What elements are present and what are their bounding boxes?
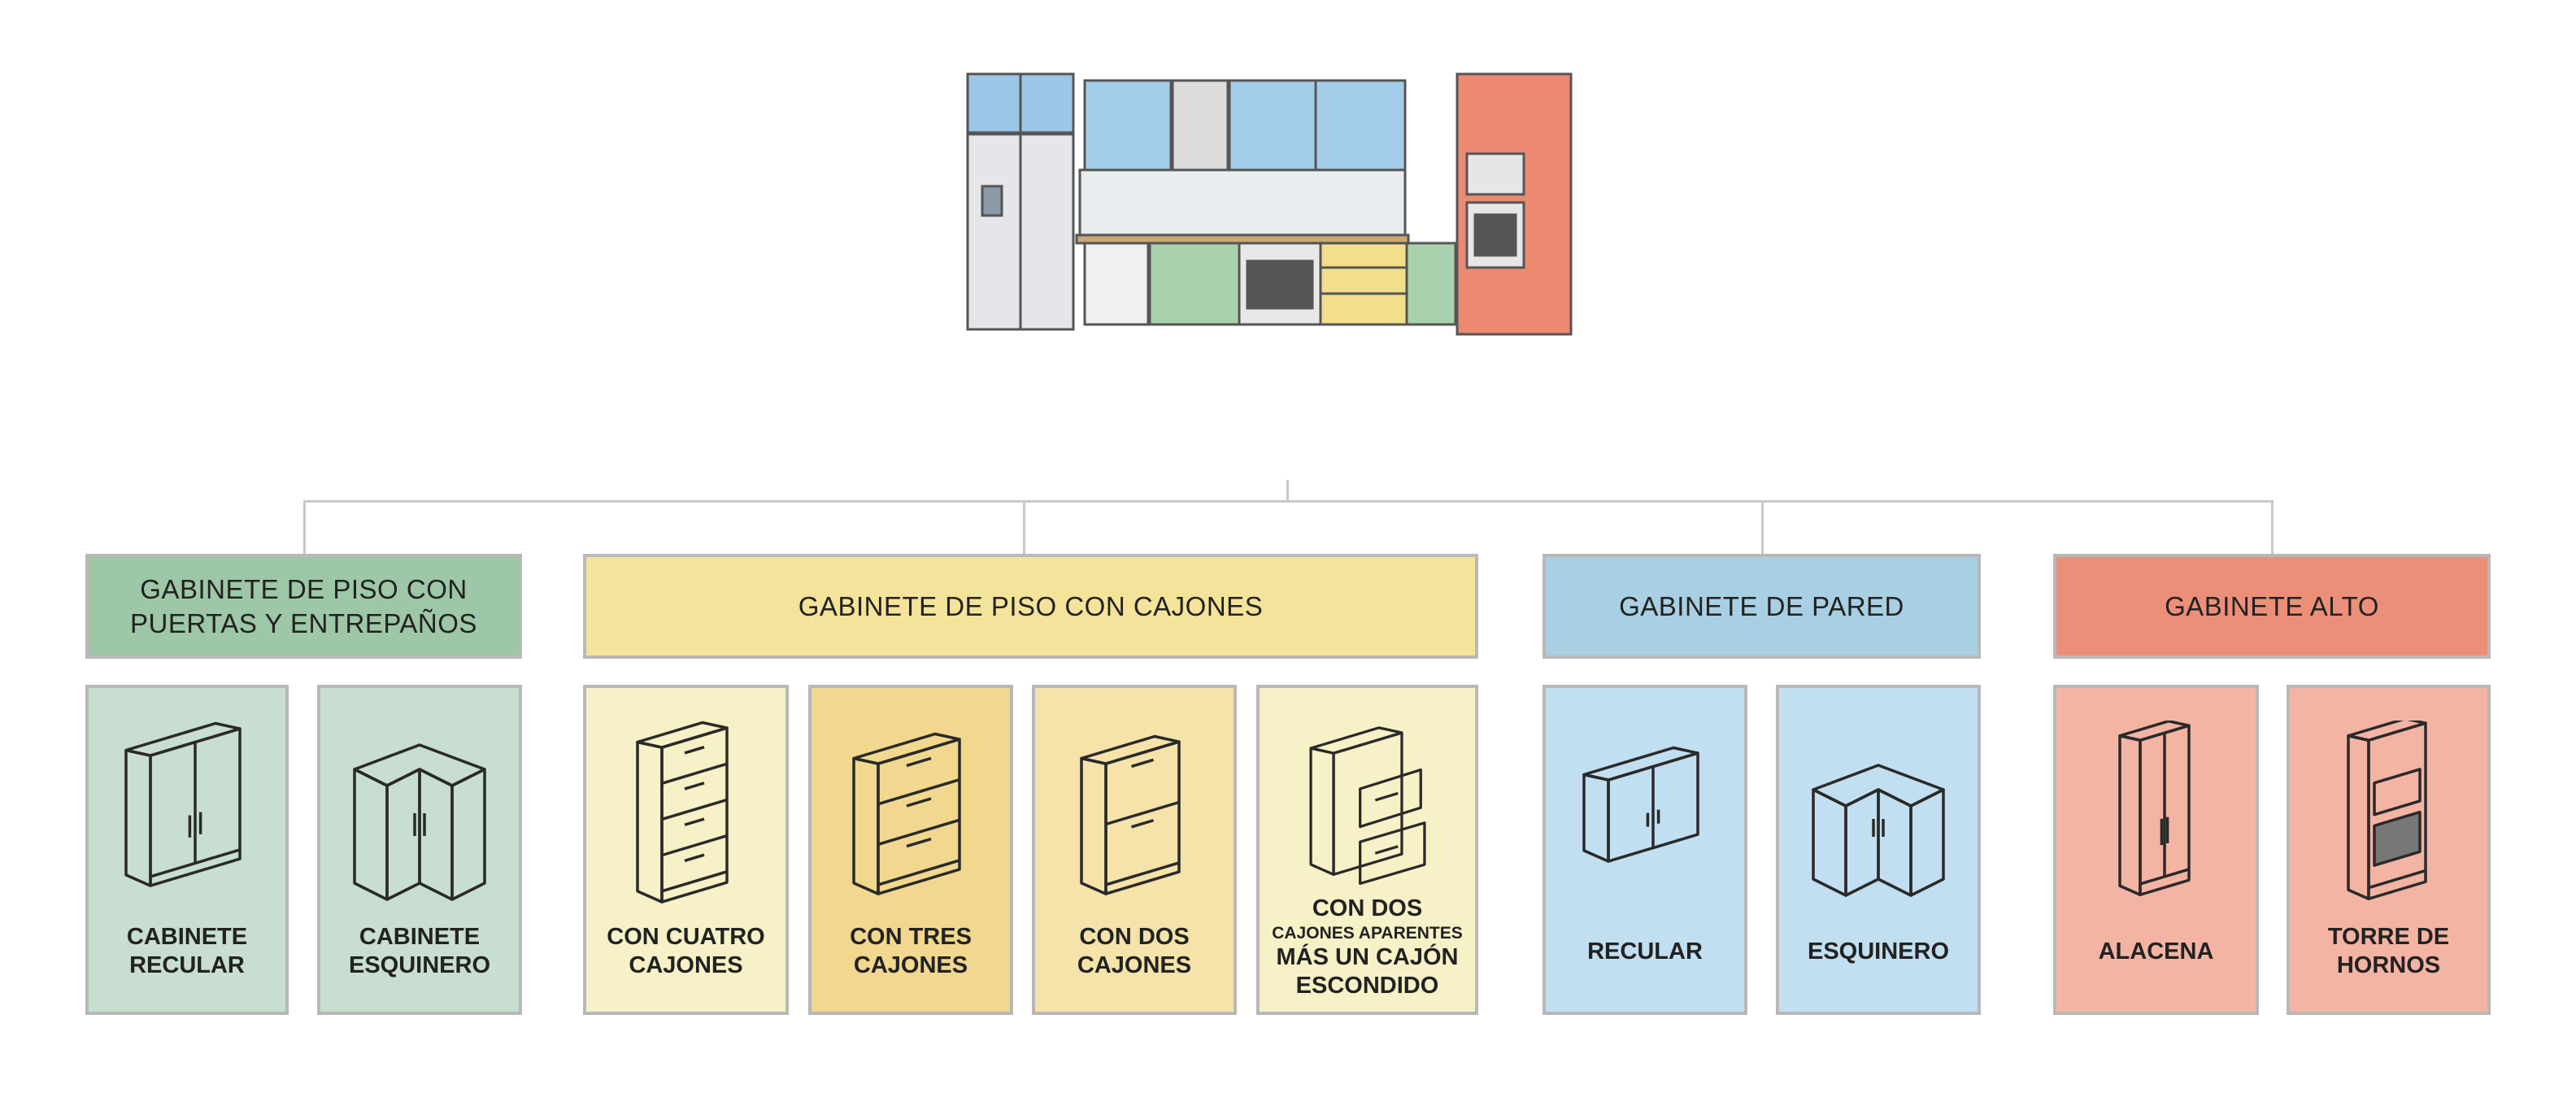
card-oven-tower: TORRE DE HORNOS xyxy=(2287,685,2491,1015)
card-pantry: ALACENA xyxy=(2053,685,2259,1015)
card-wall-regular: RECULAR xyxy=(1543,685,1747,1015)
two-drawer-cabinet-icon xyxy=(1080,734,1181,895)
category-floor-drawers: GABINETE DE PISO CON CAJONES xyxy=(583,554,1478,659)
card-label: CON TRES CAJONES xyxy=(850,924,972,978)
four-drawer-cabinet-icon xyxy=(635,721,729,904)
base-cabinet-doors-icon xyxy=(124,721,242,887)
connector-drop xyxy=(1761,500,1764,554)
pantry-cabinet-icon xyxy=(2117,721,2191,896)
card-label: TORRE DE HORNOS xyxy=(2327,924,2450,978)
connector-drop xyxy=(1023,500,1025,554)
open-drawer-cabinet-icon xyxy=(1308,726,1426,886)
card-label-line: MÁS UN CAJÓN ESCONDIDO xyxy=(1276,944,1459,999)
corner-wall-cabinet-icon xyxy=(1812,764,1945,897)
card-label-line: CAJONES APARENTES xyxy=(1272,924,1463,943)
connector-trunk xyxy=(1286,480,1289,503)
corner-base-cabinet-icon xyxy=(353,743,486,901)
card-base-regular: CABINETE RECULAR xyxy=(85,685,289,1015)
three-drawer-cabinet-icon xyxy=(852,732,961,895)
connector-drop xyxy=(2271,500,2274,554)
card-label: ESQUINERO xyxy=(1807,938,1950,965)
wall-cabinet-icon xyxy=(1582,746,1699,863)
card-label: ALACENA xyxy=(2098,938,2214,965)
connector-bus xyxy=(304,500,2272,503)
card-label: CON DOS CAJONES xyxy=(1077,924,1192,978)
card-two-drawers: CON DOS CAJONES xyxy=(1032,685,1237,1015)
card-label: CABINETE RECULAR xyxy=(126,924,248,978)
connector-drop xyxy=(303,500,306,554)
card-wall-corner: ESQUINERO xyxy=(1776,685,1981,1015)
kitchen-illustration xyxy=(966,72,1573,336)
category-floor-doors-shelves: GABINETE DE PISO CON PUERTAS Y ENTREPAÑO… xyxy=(85,554,522,659)
category-wall: GABINETE DE PARED xyxy=(1543,554,1981,659)
card-three-drawers: CON TRES CAJONES xyxy=(808,685,1013,1015)
card-hidden-drawer: CON DOS CAJONES APARENTES MÁS UN CAJÓN E… xyxy=(1256,685,1478,1015)
card-label: CON CUATRO CAJONES xyxy=(607,924,765,978)
card-label-line: CON DOS xyxy=(1312,895,1423,922)
card-label: RECULAR xyxy=(1587,938,1703,965)
card-label: CON DOS CAJONES APARENTES MÁS UN CAJÓN E… xyxy=(1265,895,1469,1012)
oven-tower-icon xyxy=(2346,721,2427,900)
card-four-drawers: CON CUATRO CAJONES xyxy=(583,685,789,1015)
category-tall: GABINETE ALTO xyxy=(2053,554,2491,659)
card-base-corner: CABINETE ESQUINERO xyxy=(317,685,522,1015)
card-label: CABINETE ESQUINERO xyxy=(348,924,491,978)
